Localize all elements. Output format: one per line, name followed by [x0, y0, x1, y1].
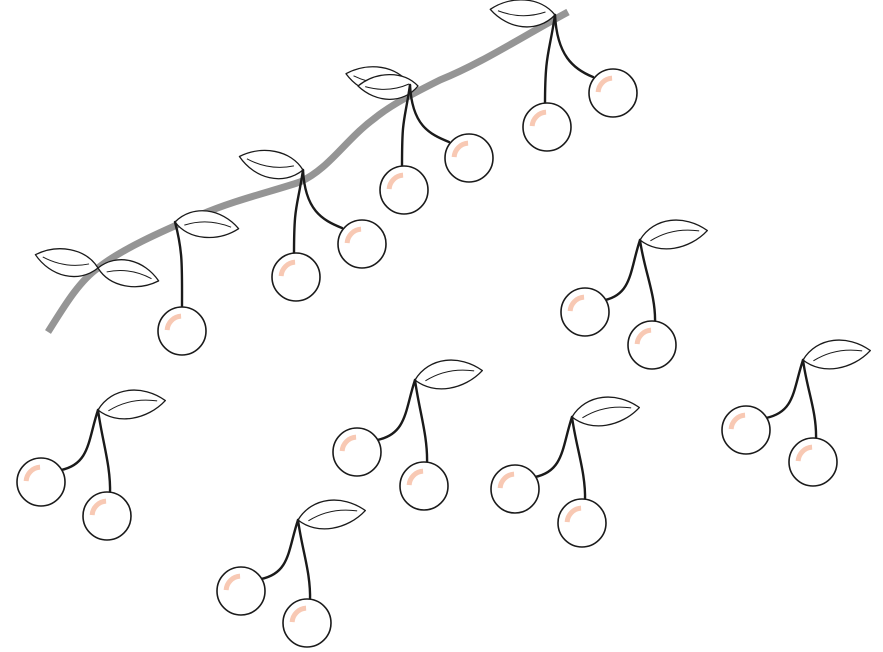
cherry-stem — [638, 238, 657, 325]
leaf-icon — [97, 259, 160, 288]
cherry-highlight — [634, 327, 652, 345]
cherry-highlight — [728, 412, 746, 430]
cherry-stem — [764, 358, 805, 420]
cherry-stem — [533, 415, 574, 479]
fruit-layer — [16, 68, 838, 648]
cherry-stem — [59, 408, 100, 472]
cherry-stem — [173, 220, 184, 311]
cherry-stem — [553, 13, 595, 79]
leaf-icon — [489, 0, 556, 28]
cherry-icon — [588, 68, 638, 118]
cherry-stem — [301, 168, 344, 230]
stem-layer — [59, 13, 818, 603]
leaf-icon — [297, 499, 366, 530]
leaf-icon — [802, 339, 871, 370]
cherry-icon — [557, 498, 607, 548]
cherry-highlight — [406, 468, 424, 486]
leaf-icon — [97, 389, 166, 420]
cherry-icon — [157, 306, 207, 356]
cherry-highlight — [223, 573, 241, 591]
cherry-icon — [399, 461, 449, 511]
cherry-icon — [82, 491, 132, 541]
cherry-stem — [96, 408, 112, 496]
cherry-stem — [408, 83, 451, 144]
cherry-highlight — [339, 434, 357, 452]
cherry-highlight — [795, 444, 813, 462]
cherry-highlight — [451, 140, 469, 158]
cherry-icon — [379, 165, 429, 215]
cherry-highlight — [23, 464, 41, 482]
cherry-icon — [721, 405, 771, 455]
cherry-stem — [543, 13, 557, 107]
cherry-icon — [560, 287, 610, 337]
cherry-icon — [337, 219, 387, 269]
cherry-stem — [413, 378, 429, 466]
cherry-stem — [570, 415, 587, 503]
cherry-highlight — [529, 109, 547, 127]
leaf-icon — [571, 396, 640, 427]
cherry-icon — [271, 252, 321, 302]
cherry-stem — [400, 83, 412, 170]
cherry-highlight — [89, 498, 107, 516]
cherry-highlight — [289, 605, 307, 623]
cherry-stem — [296, 518, 312, 603]
cherry-icon — [627, 320, 677, 370]
cherry-icon — [522, 102, 572, 152]
cherry-stem — [292, 168, 305, 257]
cherry-highlight — [164, 313, 182, 331]
cherry-highlight — [567, 294, 585, 312]
leaf-icon — [639, 219, 708, 250]
cherry-icon — [216, 566, 266, 616]
leaf-icon — [238, 149, 304, 180]
leaf-icon — [414, 359, 483, 390]
cherry-highlight — [497, 471, 515, 489]
leaf-layer — [34, 0, 871, 530]
cherry-icon — [490, 464, 540, 514]
cherry-stem — [259, 518, 300, 581]
cherry-icon — [16, 457, 66, 507]
cherry-icon — [788, 437, 838, 487]
cherry-highlight — [344, 226, 362, 244]
cherry-icon — [282, 598, 332, 648]
cherry-highlight — [278, 259, 296, 277]
cherry-stem — [801, 358, 818, 442]
cherry-icon — [332, 427, 382, 477]
leaf-icon — [34, 248, 99, 278]
cherry-highlight — [386, 172, 404, 190]
cherry-highlight — [564, 505, 582, 523]
cherry-icon — [444, 133, 494, 183]
cherry-stem — [375, 378, 417, 442]
leaf-icon — [174, 210, 240, 239]
cherry-highlight — [595, 75, 613, 93]
cherry-stem — [603, 238, 642, 302]
leaf-icon — [357, 74, 419, 100]
